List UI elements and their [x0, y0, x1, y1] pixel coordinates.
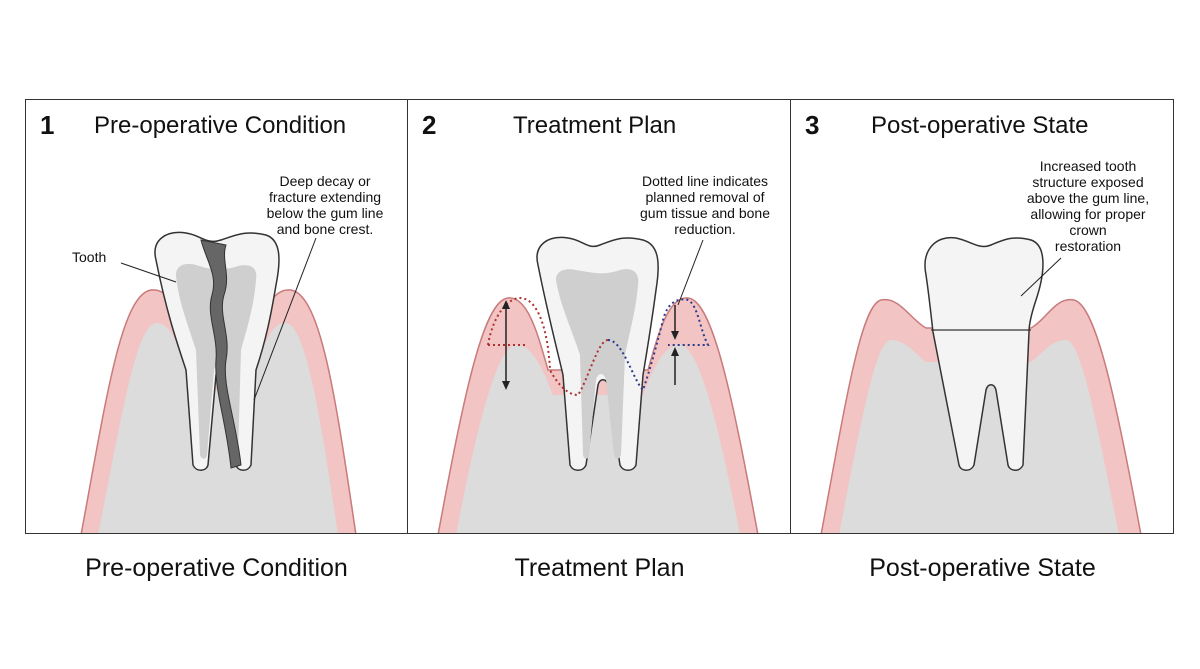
panel-title: Post-operative State [871, 112, 1089, 139]
result-leader [1020, 257, 1062, 297]
treatment-plan-illustration [437, 236, 759, 533]
plan-annotation: Dotted line indicates planned removal of… [640, 173, 770, 237]
panel-number: 2 [422, 110, 437, 140]
post-operative-illustration [820, 236, 1142, 533]
panel-title: Treatment Plan [513, 112, 677, 139]
planned-gum-line-blue [607, 298, 710, 392]
caption-pre-operative: Pre-operative Condition [85, 554, 348, 582]
panel-post-operative: 3 Post-operative State Increased tooth s… [791, 99, 1174, 534]
decay-leader [253, 237, 317, 401]
decay-annotation: Deep decay or fracture extending below t… [266, 173, 384, 237]
bone [98, 322, 338, 533]
panel-pre-operative: 1 Pre-operative Condition Deep decay or … [25, 99, 408, 534]
panel-treatment-plan: 2 Treatment Plan Dotted line indicates p… [408, 99, 791, 534]
result-annotation: Increased tooth structure exposed above … [1026, 158, 1150, 254]
tooth [924, 236, 1044, 471]
decay-crack [200, 239, 242, 469]
tooth-annotation: Tooth [72, 249, 107, 265]
bone [456, 345, 740, 533]
panel-title: Pre-operative Condition [94, 112, 347, 139]
tooth-leader [120, 262, 177, 283]
arrow-right-up-head [671, 347, 679, 356]
caption-treatment-plan: Treatment Plan [514, 554, 685, 582]
panel-number: 3 [805, 110, 820, 140]
arrow-right-down-head [671, 331, 679, 340]
diagram-panels: 1 Pre-operative Condition Deep decay or … [25, 99, 1175, 534]
plan-leader [677, 239, 704, 306]
arrow-left-down-head [502, 381, 510, 390]
caption-post-operative: Post-operative State [869, 554, 1096, 582]
pre-operative-illustration [80, 231, 357, 533]
pulp [556, 269, 639, 459]
arrow-left-up-head [502, 300, 510, 309]
panel-number: 1 [40, 110, 55, 140]
